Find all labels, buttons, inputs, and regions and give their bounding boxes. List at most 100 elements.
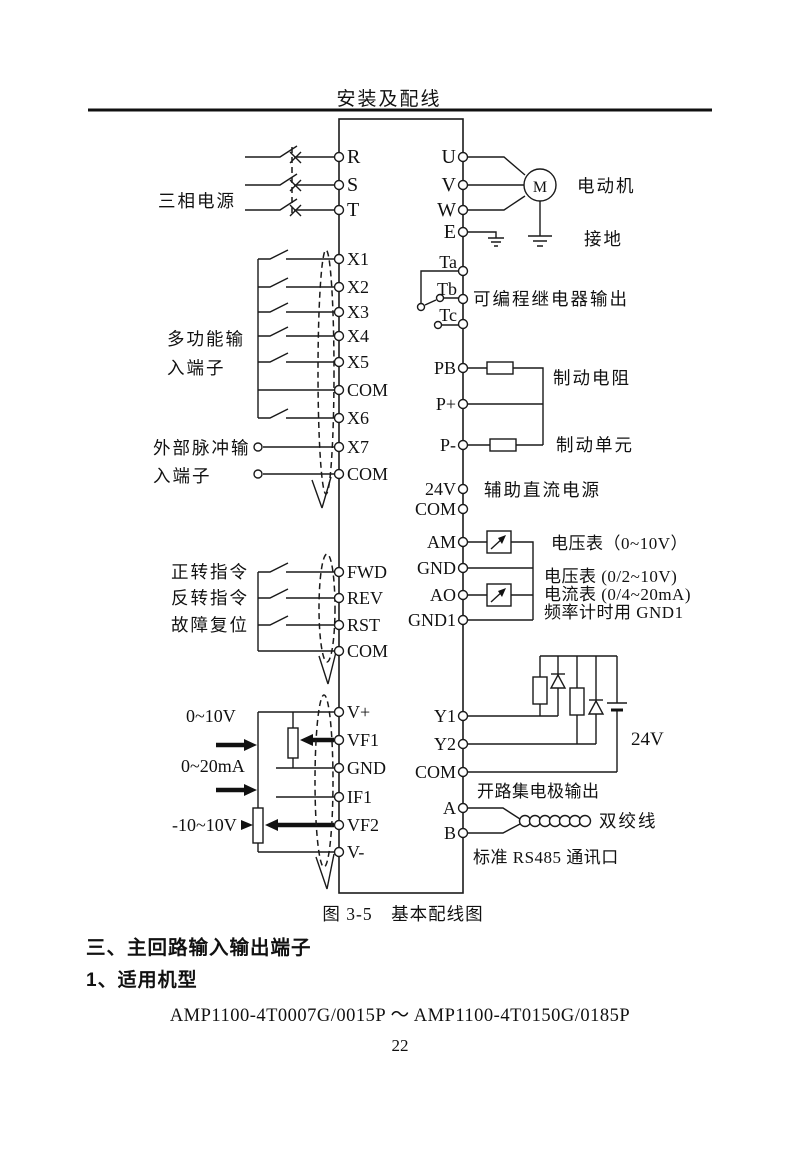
right-terminals bbox=[457, 151, 469, 839]
terminal-Pplus bbox=[457, 398, 469, 410]
left-terminal-labels: R S T X1 X2 X3 X4 X5 COM X6 X7 COM FWD R… bbox=[347, 146, 388, 862]
relay-coil-y1 bbox=[532, 676, 548, 705]
input-0-20ma-arrowhead bbox=[244, 784, 257, 796]
pulse-input-label-2: 入端子 bbox=[153, 466, 212, 486]
open-collector-label: 开路集电极输出 bbox=[477, 782, 600, 801]
terminal-label-V: V bbox=[442, 174, 457, 196]
terminal-U bbox=[457, 151, 469, 163]
terminal-label-Pplus: P+ bbox=[436, 394, 456, 414]
motor-m-label: M bbox=[533, 179, 547, 196]
terminal-label-X3: X3 bbox=[347, 302, 369, 322]
range-neg10-10v-label: -10~10V bbox=[172, 815, 237, 835]
terminal-IF1 bbox=[333, 791, 345, 803]
voltmeter-0-10v-label: 电压表（0~10V） bbox=[551, 534, 688, 553]
vf1-arrowhead bbox=[300, 734, 313, 746]
voltmeter-needle-tip bbox=[498, 535, 506, 544]
relay-coil-y2 bbox=[569, 687, 585, 716]
terminal-X5 bbox=[333, 356, 345, 368]
potentiometer-vf1 bbox=[287, 727, 299, 759]
model-range-text: AMP1100-4T0007G/0015P ～ AMP1100-4T0150G/… bbox=[169, 1006, 631, 1026]
relay-contact-common bbox=[416, 302, 426, 312]
wiring-diagram: M bbox=[88, 108, 712, 894]
terminal-COM1 bbox=[333, 384, 345, 396]
terminal-Y2 bbox=[457, 738, 469, 750]
terminal-label-GND: GND bbox=[347, 758, 386, 778]
freq-meter-gnd-label: 频率计时用 GND1 bbox=[544, 603, 684, 622]
terminal-Tc bbox=[457, 318, 469, 330]
terminal-label-S: S bbox=[347, 174, 358, 196]
terminal-label-COM1: COM bbox=[347, 380, 388, 400]
relay-contact-tc bbox=[433, 320, 443, 330]
terminal-label-E: E bbox=[444, 221, 456, 243]
terminal-label-Pminus: P- bbox=[440, 435, 456, 455]
reverse-cmd-label: 反转指令 bbox=[171, 588, 249, 608]
relay-output-circuit bbox=[416, 270, 459, 330]
pulse-input-contact-x7 bbox=[253, 442, 263, 452]
terminal-V bbox=[457, 179, 469, 191]
terminal-COM5 bbox=[457, 766, 469, 778]
terminal-GND1 bbox=[457, 614, 469, 626]
terminal-X6 bbox=[333, 412, 345, 424]
subsection-title: 1、适用机型 bbox=[86, 970, 198, 991]
shield-ellipse-run bbox=[318, 553, 336, 663]
terminal-PB bbox=[457, 362, 469, 374]
terminal-label-RST: RST bbox=[347, 615, 380, 635]
terminal-X2 bbox=[333, 281, 345, 293]
terminal-label-X7: X7 bbox=[347, 437, 369, 457]
terminal-RST bbox=[333, 619, 345, 631]
terminal-label-REV: REV bbox=[347, 588, 383, 608]
terminal-FWD bbox=[333, 566, 345, 578]
input-0-10v-arrowhead bbox=[244, 739, 257, 751]
relay-output-label: 可编程继电器输出 bbox=[473, 289, 629, 309]
ammeter-label: 电流表 (0/4~20mA) bbox=[544, 585, 691, 604]
potentiometer-vf2 bbox=[252, 807, 264, 844]
multi-input-label-1: 多功能输 bbox=[167, 329, 245, 349]
neg10-10v-arrowhead bbox=[241, 820, 253, 830]
pulse-input-label-1: 外部脉冲输 bbox=[153, 438, 251, 458]
left-terminals bbox=[333, 151, 345, 858]
ground-label: 接地 bbox=[584, 229, 623, 249]
terminal-label-X2: X2 bbox=[347, 277, 369, 297]
range-0-10v-label: 0~10V bbox=[186, 706, 236, 726]
terminal-GND bbox=[333, 762, 345, 774]
terminal-X1 bbox=[333, 253, 345, 265]
digital-input-switches bbox=[253, 249, 334, 479]
analog-meter-circuit bbox=[467, 530, 534, 621]
terminal-X4 bbox=[333, 330, 345, 342]
brake-resistor-symbol bbox=[486, 361, 514, 375]
terminal-label-VF2: VF2 bbox=[347, 815, 379, 835]
twisted-pair-link bbox=[578, 814, 592, 828]
page-header-title: 安装及配线 bbox=[336, 89, 442, 110]
terminal-label-Vplus: V+ bbox=[347, 702, 370, 722]
terminal-X3 bbox=[333, 306, 345, 318]
terminal-label-GND1: GND1 bbox=[408, 610, 456, 630]
twisted-pair-label: 双绞线 bbox=[599, 811, 658, 831]
terminal-label-AM: AM bbox=[427, 532, 456, 552]
motor-circuit: M bbox=[467, 156, 557, 247]
terminal-A bbox=[457, 802, 469, 814]
rs485-circuit bbox=[467, 807, 592, 834]
terminal-Vminus bbox=[333, 846, 345, 858]
ammeter-needle-tip bbox=[498, 588, 506, 597]
terminal-label-Tc: Tc bbox=[439, 305, 457, 325]
terminal-label-AO: AO bbox=[430, 585, 456, 605]
terminal-label-U: U bbox=[442, 146, 457, 168]
terminal-W bbox=[457, 204, 469, 216]
terminal-label-COM4: COM bbox=[415, 499, 456, 519]
run-command-switches bbox=[257, 562, 334, 652]
breaker-cross-marks bbox=[289, 151, 302, 217]
terminal-label-X5: X5 bbox=[347, 352, 369, 372]
terminal-Y1 bbox=[457, 710, 469, 722]
terminal-VF1 bbox=[333, 734, 345, 746]
terminal-label-Tb: Tb bbox=[437, 279, 457, 299]
terminal-label-T: T bbox=[347, 199, 359, 221]
right-terminal-labels: U V W E Ta Tb Tc PB P+ P- 24V COM AM GND… bbox=[408, 146, 457, 843]
terminal-label-24V: 24V bbox=[425, 479, 456, 499]
terminal-R bbox=[333, 151, 345, 163]
vf2-arrowhead bbox=[265, 819, 278, 831]
flyback-diode-y1 bbox=[549, 673, 567, 689]
shield-ellipse-analog bbox=[314, 694, 334, 868]
braking-circuit bbox=[467, 361, 544, 452]
right-side-labels: 电动机 接地 可编程继电器输出 制动电阻 制动单元 辅助直流电源 电压表（0~1… bbox=[473, 176, 691, 867]
